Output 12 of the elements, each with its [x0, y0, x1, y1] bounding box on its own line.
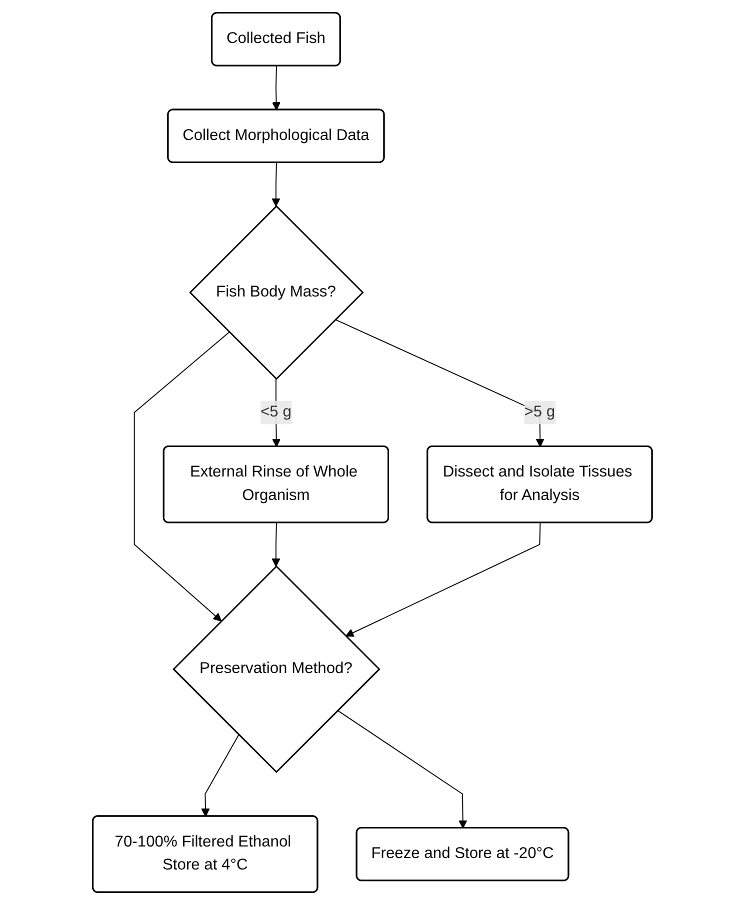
arrow	[337, 710, 468, 829]
node-diamond: Preservation Method?	[172, 565, 380, 774]
arrow	[272, 522, 280, 567]
edge-label: >5 g	[524, 404, 556, 420]
node-diamond: Fish Body Mass?	[189, 205, 364, 380]
edge-label: <5 g	[260, 404, 292, 420]
arrow	[272, 66, 281, 110]
arrow	[134, 332, 230, 622]
arrow	[201, 734, 240, 817]
arrow	[334, 319, 544, 448]
arrow	[345, 522, 541, 637]
arrow	[272, 162, 280, 207]
